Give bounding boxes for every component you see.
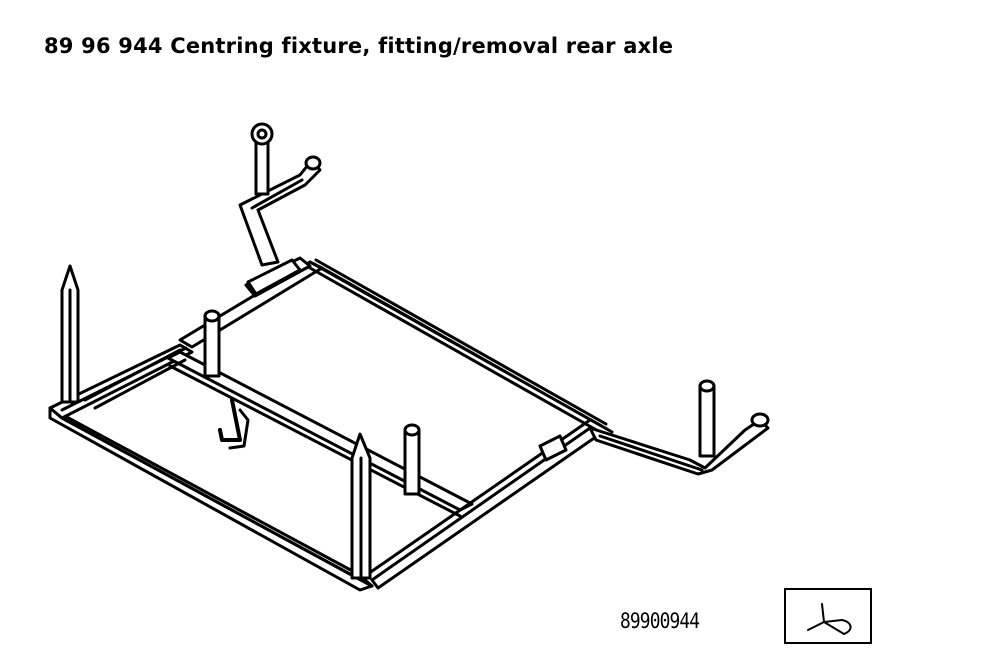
right-extension-arm (588, 412, 770, 476)
front-tall-post (350, 432, 372, 580)
orientation-symbol-box (784, 588, 872, 644)
hanging-clamp (218, 398, 250, 450)
front-rail (48, 406, 374, 592)
left-tall-post (60, 264, 80, 404)
right-short-post (403, 423, 421, 496)
right-bracket (538, 434, 568, 462)
top-knob (250, 122, 274, 196)
inner-cross-brace (83, 348, 187, 410)
page-title: 89 96 944 Centring fixture, fitting/remo… (44, 34, 674, 58)
orientation-symbol-icon (807, 603, 852, 635)
rear-bracket (246, 258, 302, 296)
middle-short-post (203, 309, 221, 378)
right-upright-pin (698, 379, 716, 458)
part-code: 89900944 (620, 609, 700, 633)
